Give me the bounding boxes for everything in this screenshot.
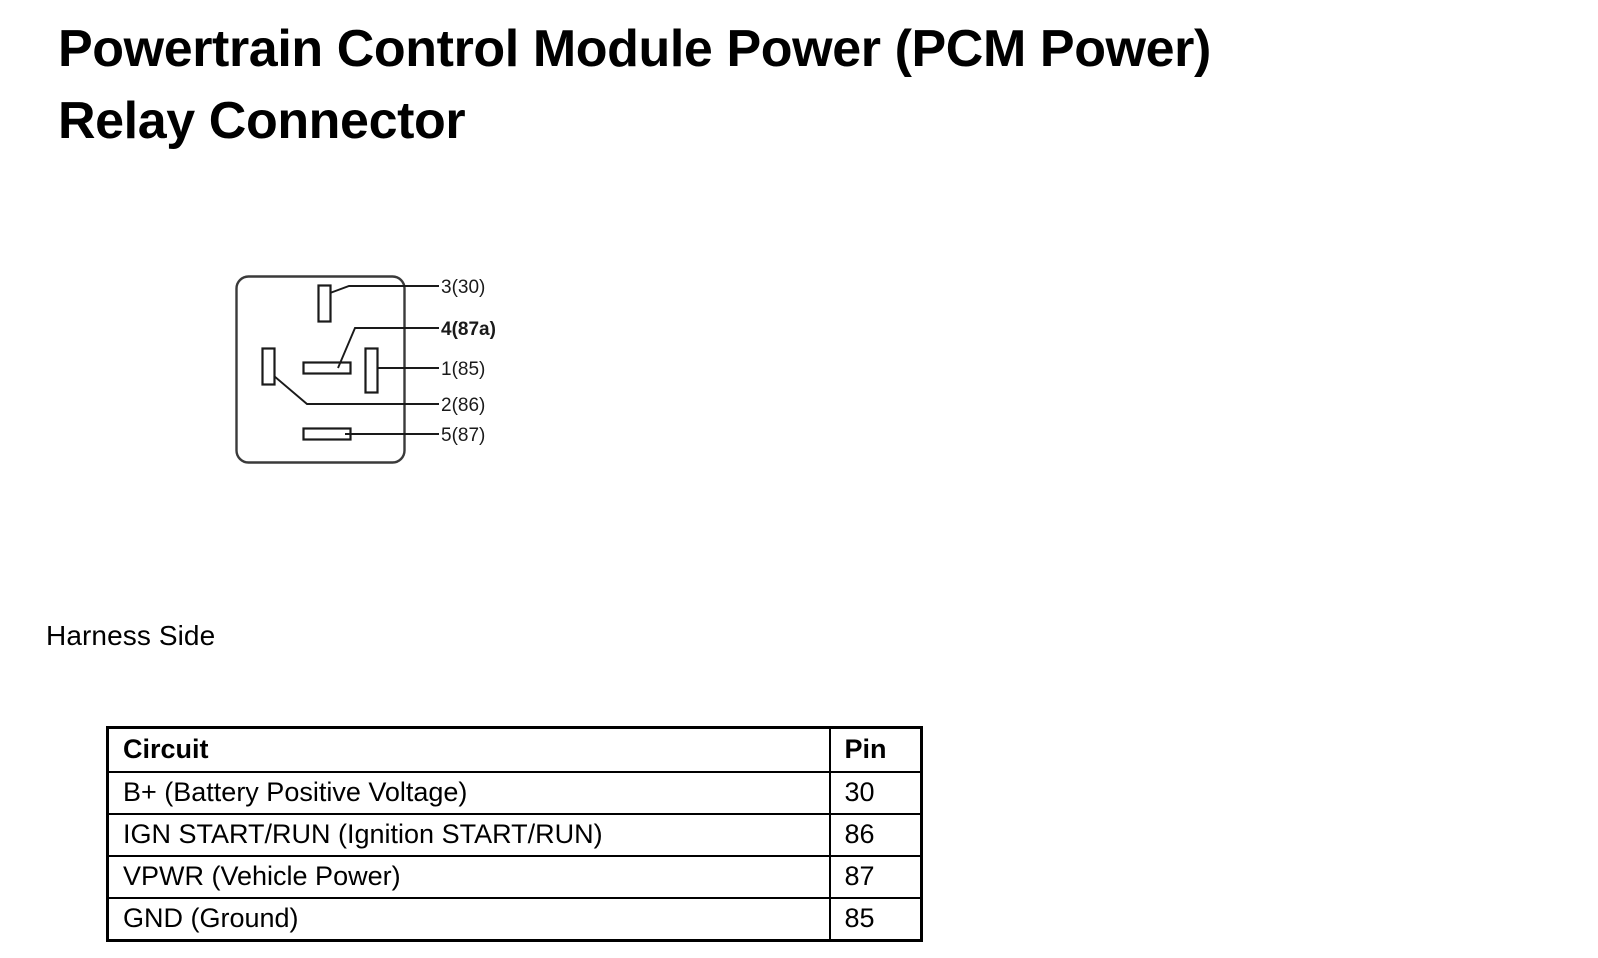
cell-pin: 85 <box>828 897 923 942</box>
terminal-label-2: 2(86) <box>441 395 485 416</box>
circuit-pin-table-container: Circuit Pin B+ (Battery Positive Voltage… <box>106 726 923 942</box>
terminal-label-4: 4(87a) <box>441 319 496 340</box>
leader-line-4 <box>337 327 439 369</box>
leader-line-3 <box>329 285 439 294</box>
circuit-pin-table: Circuit Pin B+ (Battery Positive Voltage… <box>106 726 923 942</box>
table-row: VPWR (Vehicle Power) 87 <box>106 855 923 899</box>
column-header-circuit: Circuit <box>106 726 831 773</box>
page-title: Powertrain Control Module Power (PCM Pow… <box>58 20 1211 150</box>
harness-side-caption: Harness Side <box>46 620 216 651</box>
leader-line-2 <box>273 375 439 405</box>
cell-pin: 87 <box>828 855 923 899</box>
terminal-blade-2 <box>261 347 276 386</box>
terminal-label-5: 5(87) <box>441 425 485 446</box>
terminal-blade-5 <box>302 427 352 441</box>
cell-circuit: VPWR (Vehicle Power) <box>106 855 831 899</box>
table-header-row: Circuit Pin <box>106 726 923 773</box>
cell-pin: 86 <box>828 813 923 857</box>
column-header-pin: Pin <box>828 726 923 773</box>
table-row: IGN START/RUN (Ignition START/RUN) 86 <box>106 813 923 857</box>
cell-circuit: IGN START/RUN (Ignition START/RUN) <box>106 813 831 857</box>
relay-connector-diagram: 3(30) 4(87a) 1(85) 2(86) 5(87) <box>225 262 545 482</box>
terminal-label-3: 3(30) <box>441 277 485 298</box>
terminal-blade-4 <box>302 361 352 375</box>
terminal-blade-1 <box>364 347 379 394</box>
table-row: B+ (Battery Positive Voltage) 30 <box>106 771 923 815</box>
terminal-label-1: 1(85) <box>441 359 485 380</box>
cell-circuit: B+ (Battery Positive Voltage) <box>106 771 831 815</box>
table-row: GND (Ground) 85 <box>106 897 923 942</box>
cell-pin: 30 <box>828 771 923 815</box>
cell-circuit: GND (Ground) <box>106 897 831 942</box>
terminal-blade-3 <box>317 284 332 323</box>
